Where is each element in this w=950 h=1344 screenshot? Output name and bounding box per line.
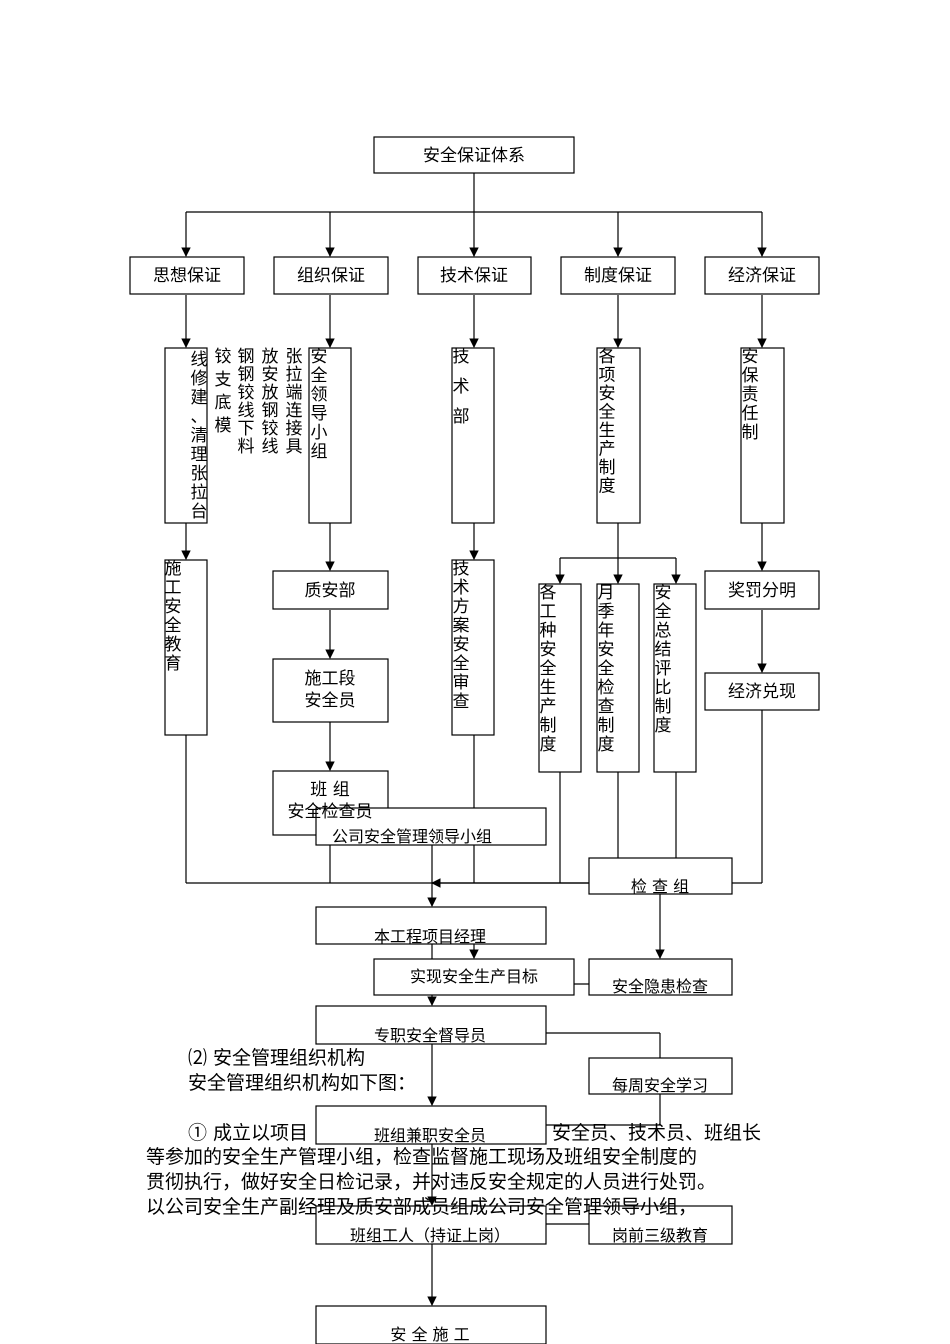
section-safety-line2: 安全员: [305, 691, 356, 711]
thought-task-box: [164, 347, 208, 524]
thought-box: [129, 256, 245, 295]
three-level-label: 岗前三级教育: [612, 1226, 708, 1245]
workers-box: [315, 1205, 547, 1245]
weekly-study-box: [588, 1057, 733, 1095]
system-rules-box: [596, 347, 641, 524]
construction-box: [315, 1305, 547, 1344]
trade-rules-box: [538, 583, 582, 773]
leader-group-box: [308, 347, 352, 524]
team-inspector-line2: 安全检查员: [288, 802, 373, 822]
technology-box: [417, 256, 532, 295]
organization-box: [273, 256, 389, 295]
company-group-box: [315, 807, 547, 846]
tech-dept-text: 技术部: [453, 347, 470, 427]
supervisor-label: 专职安全督导员: [374, 1026, 486, 1045]
summary-eval-text: 安全总结评比制度: [655, 583, 672, 736]
team-officer-box: [315, 1105, 547, 1145]
economy-box: [704, 256, 820, 295]
education-text: 施工安全教育: [165, 559, 182, 674]
thought-label: 思想保证: [153, 266, 221, 286]
side-text-4: 张拉端连接具: [286, 347, 303, 457]
company-group-label: 公司安全管理领导小组: [332, 827, 492, 846]
system-rules-text: 各项安全生产制度: [599, 347, 616, 497]
periodic-check-text: 月季年安全检查制度: [598, 583, 615, 755]
workers-label: 班组工人（持证上岗）: [350, 1226, 510, 1245]
project-manager-label: 本工程项目经理: [374, 927, 486, 946]
economy-label: 经济保证: [728, 266, 796, 286]
team-inspector-line1: 班 组: [310, 780, 349, 800]
goal-label: 实现安全生产目标: [410, 967, 538, 986]
plan-review-text: 技术方案安全审查: [453, 559, 470, 712]
leader-group-text: 安全领导小组: [311, 347, 328, 462]
technology-label: 技术保证: [440, 266, 508, 286]
side-text-3: 放安放钢铰线: [262, 347, 279, 457]
cash-out-label: 经济兑现: [728, 682, 796, 702]
cash-out-box: [704, 672, 820, 711]
section-safety-line1: 施工段: [305, 669, 356, 689]
root-box: [373, 136, 575, 174]
system-label: 制度保证: [584, 266, 652, 286]
root-label: 安全保证体系: [423, 146, 525, 166]
construction-label: 安 全 施 工: [390, 1325, 469, 1344]
periodic-check-box: [596, 583, 640, 773]
plan-review-box: [451, 559, 495, 736]
hazard-check-label: 安全隐患检查: [612, 977, 708, 996]
side-text-2: 钢钢铰线下料: [238, 347, 255, 457]
inspection-group-label: 检 查 组: [631, 877, 689, 896]
hazard-check-box: [588, 958, 733, 996]
quality-dept-label: 质安部: [305, 581, 356, 601]
thought-task-text: 线修建、清理张拉台: [191, 350, 208, 522]
system-box: [560, 256, 676, 295]
team-officer-label: 班组兼职安全员: [374, 1126, 486, 1145]
organization-label: 组织保证: [297, 266, 365, 286]
trade-rules-text: 各工种安全生产制度: [540, 583, 557, 755]
reward-penalty-label: 奖罚分明: [728, 581, 796, 601]
responsibility-box: [740, 347, 785, 524]
reward-penalty-box: [704, 570, 820, 610]
side-text-1: 铰支底模: [215, 347, 232, 436]
section-safety-box: [272, 658, 389, 723]
goal-box: [373, 958, 575, 996]
education-box: [164, 559, 208, 736]
quality-dept-box: [272, 570, 389, 610]
weekly-study-label: 每周安全学习: [612, 1076, 708, 1095]
project-manager-box: [315, 906, 547, 945]
tech-dept-box: [451, 347, 495, 524]
responsibility-text: 安保责任制: [742, 347, 759, 443]
three-level-box: [588, 1205, 733, 1245]
supervisor-box: [315, 1005, 547, 1045]
summary-eval-box: [653, 583, 697, 773]
inspection-group-box: [588, 857, 733, 895]
